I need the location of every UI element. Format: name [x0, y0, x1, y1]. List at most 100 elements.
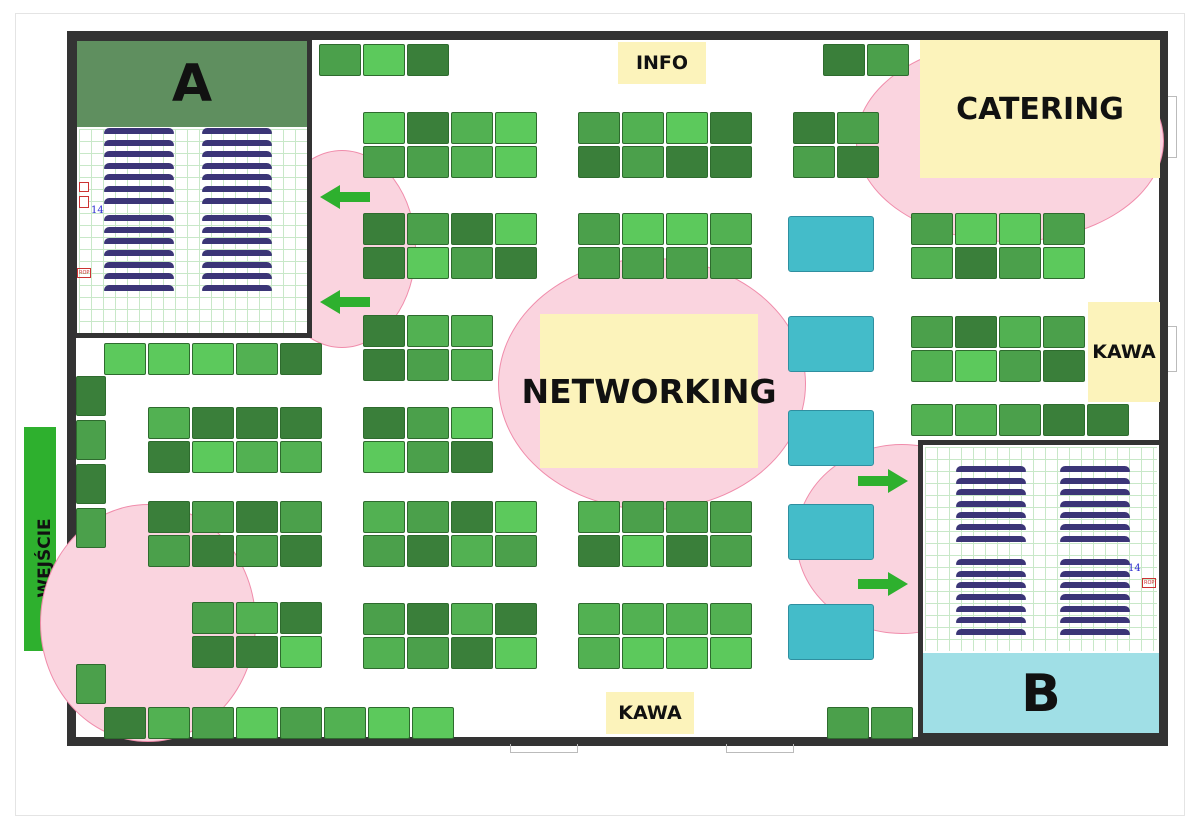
exhibitor-booth[interactable] — [363, 247, 405, 279]
exhibitor-booth[interactable] — [76, 464, 106, 504]
exhibitor-booth[interactable] — [666, 247, 708, 279]
exhibitor-booth[interactable] — [407, 349, 449, 381]
exhibitor-booth[interactable] — [837, 146, 879, 178]
exhibitor-booth[interactable] — [451, 441, 493, 473]
exhibitor-booth[interactable] — [837, 112, 879, 144]
exhibitor-booth[interactable] — [1087, 404, 1129, 436]
exhibitor-booth[interactable] — [363, 112, 405, 144]
exhibitor-booth[interactable] — [407, 146, 449, 178]
exhibitor-booth[interactable] — [412, 707, 454, 739]
exhibitor-booth[interactable] — [666, 213, 708, 245]
cyan-stand[interactable] — [788, 410, 874, 466]
exhibitor-booth[interactable] — [280, 602, 322, 634]
exhibitor-booth[interactable] — [495, 501, 537, 533]
exhibitor-booth[interactable] — [363, 603, 405, 635]
cyan-stand[interactable] — [788, 604, 874, 660]
exhibitor-booth[interactable] — [999, 247, 1041, 279]
exhibitor-booth[interactable] — [451, 112, 493, 144]
exhibitor-booth[interactable] — [319, 44, 361, 76]
exhibitor-booth[interactable] — [280, 441, 322, 473]
exhibitor-booth[interactable] — [148, 343, 190, 375]
exhibitor-booth[interactable] — [451, 315, 493, 347]
exhibitor-booth[interactable] — [710, 501, 752, 533]
cyan-stand[interactable] — [788, 504, 874, 560]
exhibitor-booth[interactable] — [1043, 247, 1085, 279]
exhibitor-booth[interactable] — [710, 146, 752, 178]
cyan-stand[interactable] — [788, 316, 874, 372]
exhibitor-booth[interactable] — [1043, 350, 1085, 382]
exhibitor-booth[interactable] — [407, 535, 449, 567]
room-b[interactable]: B — [918, 440, 1164, 738]
exhibitor-booth[interactable] — [192, 343, 234, 375]
exhibitor-booth[interactable] — [280, 343, 322, 375]
exhibitor-booth[interactable] — [495, 146, 537, 178]
exhibitor-booth[interactable] — [823, 44, 865, 76]
exhibitor-booth[interactable] — [363, 213, 405, 245]
exhibitor-booth[interactable] — [192, 441, 234, 473]
exhibitor-booth[interactable] — [710, 637, 752, 669]
exhibitor-booth[interactable] — [622, 501, 664, 533]
exhibitor-booth[interactable] — [236, 636, 278, 668]
exhibitor-booth[interactable] — [363, 44, 405, 76]
exhibitor-booth[interactable] — [495, 603, 537, 635]
exhibitor-booth[interactable] — [363, 441, 405, 473]
exhibitor-booth[interactable] — [148, 707, 190, 739]
exhibitor-booth[interactable] — [451, 247, 493, 279]
exhibitor-booth[interactable] — [363, 315, 405, 347]
exhibitor-booth[interactable] — [236, 441, 278, 473]
exhibitor-booth[interactable] — [451, 535, 493, 567]
exhibitor-booth[interactable] — [710, 213, 752, 245]
exhibitor-booth[interactable] — [451, 213, 493, 245]
exhibitor-booth[interactable] — [363, 535, 405, 567]
exhibitor-booth[interactable] — [495, 535, 537, 567]
exhibitor-booth[interactable] — [495, 247, 537, 279]
exhibitor-booth[interactable] — [578, 146, 620, 178]
exhibitor-booth[interactable] — [363, 349, 405, 381]
exhibitor-booth[interactable] — [148, 535, 190, 567]
exhibitor-booth[interactable] — [911, 316, 953, 348]
exhibitor-booth[interactable] — [622, 213, 664, 245]
exhibitor-booth[interactable] — [148, 501, 190, 533]
exhibitor-booth[interactable] — [280, 707, 322, 739]
exhibitor-booth[interactable] — [192, 535, 234, 567]
exhibitor-booth[interactable] — [407, 501, 449, 533]
exhibitor-booth[interactable] — [955, 350, 997, 382]
exhibitor-booth[interactable] — [578, 247, 620, 279]
exhibitor-booth[interactable] — [911, 247, 953, 279]
exhibitor-booth[interactable] — [76, 420, 106, 460]
exhibitor-booth[interactable] — [710, 603, 752, 635]
exhibitor-booth[interactable] — [911, 213, 953, 245]
exhibitor-booth[interactable] — [407, 213, 449, 245]
exhibitor-booth[interactable] — [911, 404, 953, 436]
exhibitor-booth[interactable] — [192, 407, 234, 439]
exhibitor-booth[interactable] — [192, 636, 234, 668]
exhibitor-booth[interactable] — [407, 603, 449, 635]
exhibitor-booth[interactable] — [280, 636, 322, 668]
cyan-stand[interactable] — [788, 216, 874, 272]
exhibitor-booth[interactable] — [578, 501, 620, 533]
exhibitor-booth[interactable] — [999, 404, 1041, 436]
exhibitor-booth[interactable] — [578, 603, 620, 635]
exhibitor-booth[interactable] — [495, 213, 537, 245]
exhibitor-booth[interactable] — [363, 501, 405, 533]
exhibitor-booth[interactable] — [710, 535, 752, 567]
exhibitor-booth[interactable] — [76, 508, 106, 548]
exhibitor-booth[interactable] — [451, 637, 493, 669]
exhibitor-booth[interactable] — [666, 535, 708, 567]
exhibitor-booth[interactable] — [368, 707, 410, 739]
exhibitor-booth[interactable] — [622, 146, 664, 178]
exhibitor-booth[interactable] — [104, 343, 146, 375]
exhibitor-booth[interactable] — [622, 535, 664, 567]
exhibitor-booth[interactable] — [666, 501, 708, 533]
exhibitor-booth[interactable] — [76, 664, 106, 704]
exhibitor-booth[interactable] — [622, 603, 664, 635]
exhibitor-booth[interactable] — [236, 602, 278, 634]
exhibitor-booth[interactable] — [666, 146, 708, 178]
exhibitor-booth[interactable] — [495, 637, 537, 669]
exhibitor-booth[interactable] — [451, 146, 493, 178]
exhibitor-booth[interactable] — [280, 535, 322, 567]
exhibitor-booth[interactable] — [236, 501, 278, 533]
exhibitor-booth[interactable] — [793, 146, 835, 178]
exhibitor-booth[interactable] — [999, 213, 1041, 245]
exhibitor-booth[interactable] — [451, 349, 493, 381]
